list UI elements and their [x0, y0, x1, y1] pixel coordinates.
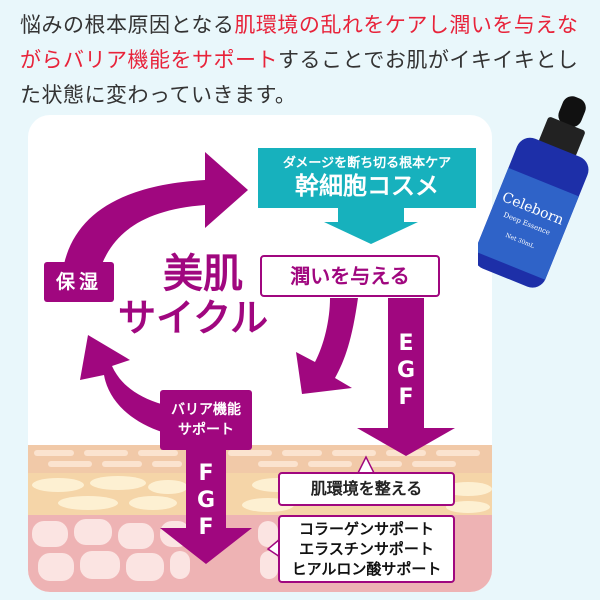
intro-part: することでお肌がイキイキとした状態に変わっていきます。 [20, 48, 579, 107]
top-curved-arrow [62, 152, 248, 275]
moisturize-box: 潤いを与える [260, 255, 440, 297]
fgf-letter: G [196, 488, 216, 513]
intro-text: 悩みの根本原因となる肌環境の乱れをケアし潤いを与えながらバリア機能をサポートする… [20, 8, 590, 113]
egf-label: E G F [386, 330, 426, 411]
egf-letter: E [398, 331, 414, 356]
barrier-support-box: バリア機能 サポート [160, 390, 252, 450]
fgf-label: F G F [186, 460, 226, 541]
support-item: ヒアルロン酸サポート [291, 560, 442, 578]
hoshitsu-label: 保湿 [44, 262, 114, 302]
fgf-letter: F [198, 461, 214, 486]
egf-arrow [357, 298, 455, 456]
teal-box-subtitle: ダメージを断ち切る根本ケア [282, 156, 452, 171]
fgf-arrow [160, 448, 252, 564]
barrier-line1: バリア機能 [171, 402, 241, 418]
support-item: エラスチンサポート [299, 540, 434, 558]
cycle-line1: 美肌 [163, 251, 244, 297]
intro-part: 悩みの根本原因となる [20, 13, 235, 37]
cycle-line2: サイクル [118, 296, 269, 340]
stem-cell-cosmetics-box: ダメージを断ち切る根本ケア 幹細胞コスメ [258, 148, 476, 208]
fgf-letter: F [198, 515, 214, 540]
teal-box-title: 幹細胞コスメ [295, 172, 439, 200]
product-bottle-image: Celeborn Deep Essence Net 30mL [478, 96, 589, 288]
skin-layers-illustration [28, 445, 492, 592]
intro-highlight: 肌環境の乱れをケアし潤いを与えながらバリア機能をサポート [20, 13, 579, 72]
egf-letter: G [396, 358, 416, 383]
callout-pointer [356, 455, 376, 474]
right-curved-arrow [296, 298, 358, 394]
skin-environment-box: 肌環境を整える [278, 472, 455, 506]
egf-letter: F [398, 385, 414, 410]
teal-down-arrow [324, 208, 418, 244]
barrier-line2: サポート [178, 422, 234, 438]
beauty-cycle-title: 美肌 サイクル [118, 252, 268, 340]
support-item: コラーゲンサポート [298, 520, 434, 538]
support-list-box: コラーゲンサポート エラスチンサポート ヒアルロン酸サポート [278, 515, 455, 583]
